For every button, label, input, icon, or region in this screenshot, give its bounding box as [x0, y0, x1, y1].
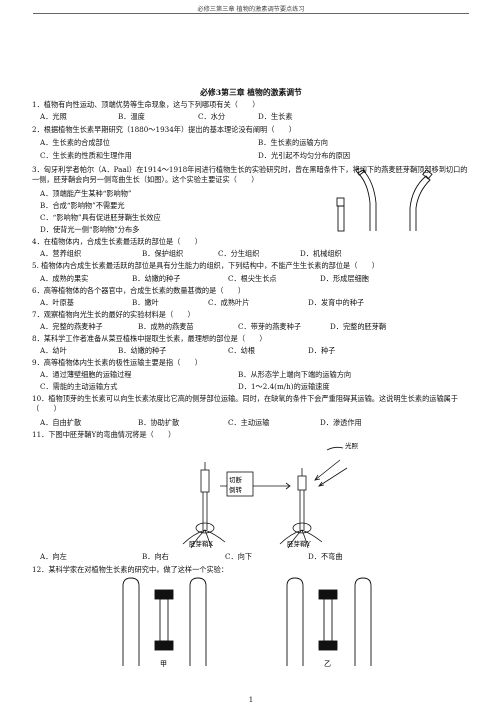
q11-stem: 11．下图中胚芽鞘Y的弯曲情况将是（ ）: [32, 430, 176, 439]
q2-option-d: D．光引起不均匀分布的原因: [258, 151, 351, 160]
q3-option-a: A．顶端能产生某种“影响物”: [40, 189, 132, 198]
q11-option-a: A．向左: [40, 552, 67, 561]
q9-stem: 9．高等植物体内生长素的极性运输主要是指（ ）: [32, 358, 202, 367]
q3-option-b: B．合成“影响物”不需要光: [40, 201, 125, 210]
q12-figure-experiment: 甲 乙: [122, 577, 372, 668]
q2-option-b: B．生长素的运输方向: [258, 138, 328, 147]
q8-option-c: C．幼根: [228, 346, 256, 355]
q6-stem: 6．高等植物体的各个器官中，合成生长素的数量甚微的是（ ）: [32, 286, 246, 295]
q5-option-b: B．幼嫩的种子: [132, 274, 181, 283]
q8-option-b: B．幼嫩的种子: [118, 346, 167, 355]
q2-stem: 2．根据植物生长素早期研究（1880～1934年）提出的基本理论没有阐明（ ）: [32, 125, 296, 134]
q1-option-b: B．温度: [118, 112, 145, 121]
q7-option-a: A．完整的燕麦种子: [40, 322, 103, 331]
fig12-jia-label: 甲: [160, 660, 167, 668]
fig11-flip-label: 倒转: [229, 485, 243, 494]
q3-figure-coleoptiles: [336, 168, 433, 232]
q6-option-d: D．发育中的种子: [308, 298, 365, 307]
q6-option-a: A．叶原基: [40, 298, 74, 307]
q4-stem: 4．在植物体内，合成生长素最活跃的部位是（ ）: [32, 237, 202, 246]
q3-option-d: D．使背光一侧“影响物”分布多: [40, 225, 140, 234]
q11-option-d: D．不弯曲: [308, 552, 343, 561]
q1-option-c: C．水分: [198, 112, 226, 121]
q3-stem: 3．匈牙利学者帕尔（A．Paal）在1914～1918年间进行植物生长的实验研究…: [32, 165, 468, 184]
q12-stem: 12．某科学家在对植物生长素的研究中，做了这样一个实验：: [32, 565, 229, 574]
q1-option-d: D．生长素: [258, 112, 293, 121]
q7-stem: 7．观察植物向光生长的最好的实验材料是（ ）: [32, 310, 195, 319]
q10-option-b: B．协助扩散: [138, 418, 180, 427]
q1-option-a: A．光照: [40, 112, 67, 121]
doc-title: 必修3第三章 植物的激素调节: [200, 88, 302, 97]
q4-option-a: A．营养组织: [40, 249, 82, 258]
q11-option-b: B．向右: [142, 552, 169, 561]
q8-option-a: A．幼叶: [40, 346, 67, 355]
q10-stem: 10．植物顶芽的生长素可以向生长素浓度比它高的侧芽部位运输。同时，在缺氧的条件下…: [32, 394, 459, 413]
q5-option-d: D．形成层细胞: [320, 274, 369, 283]
q5-stem: 5. 植物体内合成生长素最活跃的部位是具有分生能力的组织，下列结构中，不能产生生…: [32, 261, 379, 270]
page-number: 1: [248, 696, 254, 704]
q5-option-a: A．成熟的果实: [40, 274, 89, 283]
fig11-y-label: 胚芽鞘Y: [287, 539, 312, 548]
q7-option-c: C．带芽的燕麦种子: [238, 322, 302, 331]
fig11-x-label: 胚芽鞘X: [189, 539, 214, 548]
q7-option-d: D．完整的胚芽鞘: [330, 322, 387, 331]
q8-option-d: D．种子: [308, 346, 336, 355]
q4-option-b: B．保护组织: [142, 249, 184, 258]
q9-option-c: C．需能的主动运输方式: [40, 382, 118, 391]
q2-option-a: A．生长素的合成部位: [40, 138, 110, 147]
page-header: 必修三第三章 植物的激素调节要点练习: [197, 6, 305, 13]
fig12-yi-label: 乙: [324, 660, 331, 668]
q5-option-c: C．根尖生长点: [228, 274, 277, 283]
q9-option-d: D．1～2.4(m/h)的运输速度: [238, 382, 330, 391]
q1-stem: 1．植物有向性运动、顶端优势等生命现象，这与下列哪项有关（ ）: [32, 100, 260, 109]
header-rule: [33, 13, 469, 14]
q11-figure-seedlings: 切断 倒转 光照 胚芽鞘X 胚芽鞘Y: [182, 442, 359, 549]
q9-option-b: B．从形态学上端向下端的运输方向: [238, 370, 352, 379]
fig11-light-label: 光照: [345, 442, 359, 450]
q8-stem: 8．某科学工作者准备从菜豆植株中提取生长素，最理想的部位是（ ）: [32, 334, 267, 343]
q3-option-c: C．“影响物”具有促进胚芽鞘生长效应: [40, 213, 161, 222]
q6-option-b: B．嫩叶: [132, 298, 159, 307]
q10-option-c: C．主动运输: [228, 418, 270, 427]
q2-option-c: C．生长素的性质和生理作用: [40, 151, 132, 160]
q11-option-c: C．向下: [225, 552, 253, 561]
q7-option-b: B．成熟的燕麦苗: [138, 322, 194, 331]
fig11-cut-label: 切断: [229, 475, 243, 484]
q10-option-a: A．自由扩散: [40, 418, 82, 427]
q10-option-d: D．渗透作用: [320, 418, 362, 427]
q9-option-a: A．通过薄壁细胞的运输过程: [40, 370, 132, 379]
q6-option-c: C．成熟叶片: [208, 298, 250, 307]
q4-option-c: C．分生组织: [218, 249, 260, 258]
q4-option-d: D．机械组织: [300, 249, 342, 258]
